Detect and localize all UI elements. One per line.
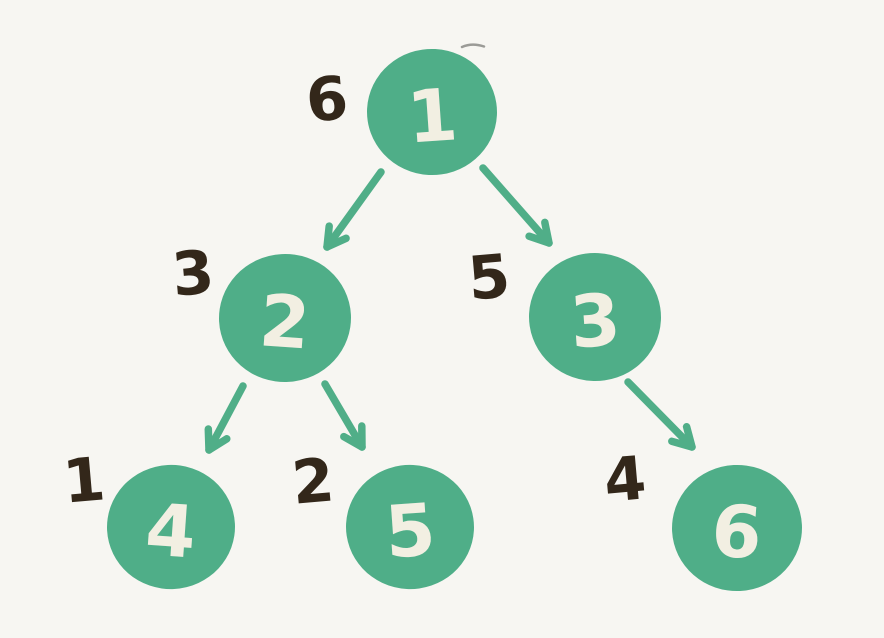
tree-edge-n3-n6 bbox=[624, 378, 696, 451]
arrow-shaft bbox=[321, 380, 366, 451]
traversal-order-label: 6 bbox=[303, 63, 351, 136]
tree-node-4: 41 bbox=[60, 444, 235, 590]
tree-edge-n1-n3 bbox=[479, 164, 553, 247]
node-circle bbox=[529, 252, 661, 382]
traversal-order-label: 1 bbox=[60, 444, 108, 517]
node-circle bbox=[346, 464, 474, 590]
node-circle bbox=[107, 464, 235, 590]
tree-node-5: 52 bbox=[289, 445, 474, 590]
node-circle bbox=[219, 253, 351, 383]
traversal-order-label: 2 bbox=[289, 445, 337, 518]
node-value: 2 bbox=[257, 278, 313, 365]
node-value: 4 bbox=[143, 487, 199, 574]
tree-edge-n2-n4 bbox=[204, 382, 247, 454]
node-value: 1 bbox=[404, 72, 460, 159]
node-value: 5 bbox=[382, 487, 438, 574]
arrow-head-icon bbox=[668, 422, 696, 451]
stray-pen-mark bbox=[460, 43, 486, 49]
arrow-shaft bbox=[624, 378, 696, 451]
node-circle bbox=[367, 48, 497, 176]
traversal-order-label: 3 bbox=[169, 237, 217, 310]
tree-edge-n2-n5 bbox=[321, 380, 366, 451]
arrow-head-icon bbox=[525, 218, 553, 247]
tree-node-2: 23 bbox=[169, 237, 351, 383]
arrow-head-icon bbox=[323, 222, 350, 251]
arrow-shaft bbox=[479, 164, 553, 247]
tree-node-1: 16 bbox=[303, 48, 497, 176]
node-circle bbox=[672, 464, 802, 592]
tree-edge-n1-n2 bbox=[323, 168, 385, 251]
traversal-order-label: 4 bbox=[601, 443, 649, 516]
arrow-head-icon bbox=[340, 422, 366, 451]
tree-node-3: 35 bbox=[465, 241, 661, 382]
node-value: 3 bbox=[567, 277, 623, 364]
traversal-order-label: 5 bbox=[465, 241, 513, 314]
arrow-head-icon bbox=[204, 425, 231, 454]
arrow-shaft bbox=[323, 168, 385, 251]
node-value: 6 bbox=[709, 488, 765, 575]
arrow-shaft bbox=[205, 382, 247, 454]
tree-node-6: 64 bbox=[601, 443, 802, 592]
